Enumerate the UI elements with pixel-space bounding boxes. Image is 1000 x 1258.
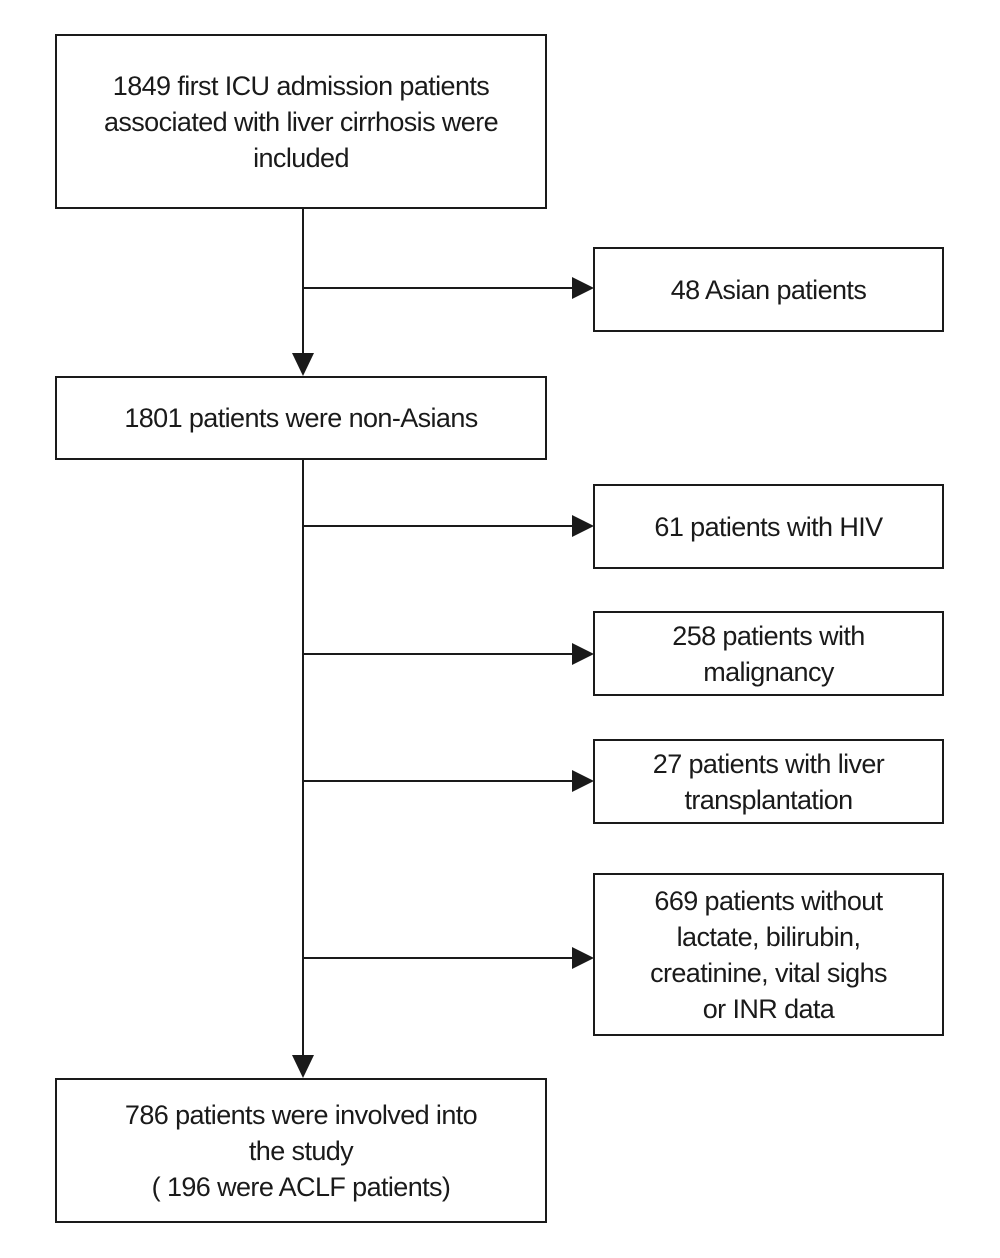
arrowhead-down-nonasian — [292, 353, 314, 376]
final-cohort-line-2: the study — [248, 1135, 354, 1166]
final-cohort-box: 786 patients were involved into the stud… — [55, 1078, 547, 1223]
arrowhead-right-asian — [572, 277, 594, 299]
exclusion-missing-data-line-3: creatinine, vital sighs — [650, 957, 887, 988]
non-asian-cohort-line-1: 1801 patients were non-Asians — [124, 403, 478, 433]
arrowhead-down-final — [292, 1055, 314, 1078]
arrowhead-right-transplant — [572, 770, 594, 792]
exclusion-asian-box: 48 Asian patients — [593, 247, 944, 332]
exclusion-transplant-line-1: 27 patients with liver — [652, 748, 885, 779]
exclusion-missing-data-line-1: 669 patients without — [654, 885, 883, 916]
exclusion-hiv-line-1: 61 patients with HIV — [654, 511, 883, 542]
initial-cohort-box: 1849 first ICU admission patients associ… — [55, 34, 547, 209]
exclusion-missing-data-line-4: or INR data — [702, 993, 835, 1024]
exclusion-missing-data-box: 669 patients without lactate, bilirubin,… — [593, 873, 944, 1036]
arrowhead-right-malignancy — [572, 643, 594, 665]
exclusion-asian-line-1: 48 Asian patients — [670, 274, 867, 305]
exclusion-hiv-box: 61 patients with HIV — [593, 484, 944, 569]
non-asian-cohort-box: 1801 patients were non-Asians — [55, 376, 547, 460]
arrowhead-right-missing-data — [572, 947, 594, 969]
final-cohort-line-1: 786 patients were involved into — [124, 1099, 478, 1130]
initial-cohort-line-3: included — [253, 142, 349, 173]
exclusion-malignancy-box: 258 patients with malignancy — [593, 611, 944, 696]
exclusion-malignancy-line-1: 258 patients with — [672, 620, 865, 651]
exclusion-transplant-box: 27 patients with liver transplantation — [593, 739, 944, 824]
initial-cohort-line-1: 1849 first ICU admission patients — [112, 70, 490, 101]
exclusion-missing-data-line-2: lactate, bilirubin, — [676, 921, 861, 952]
exclusion-transplant-line-2: transplantation — [684, 784, 853, 815]
final-cohort-line-3: ( 196 were ACLF patients) — [151, 1171, 451, 1202]
exclusion-malignancy-line-2: malignancy — [703, 656, 834, 687]
arrowhead-right-hiv — [572, 515, 594, 537]
initial-cohort-line-2: associated with liver cirrhosis were — [103, 106, 499, 137]
